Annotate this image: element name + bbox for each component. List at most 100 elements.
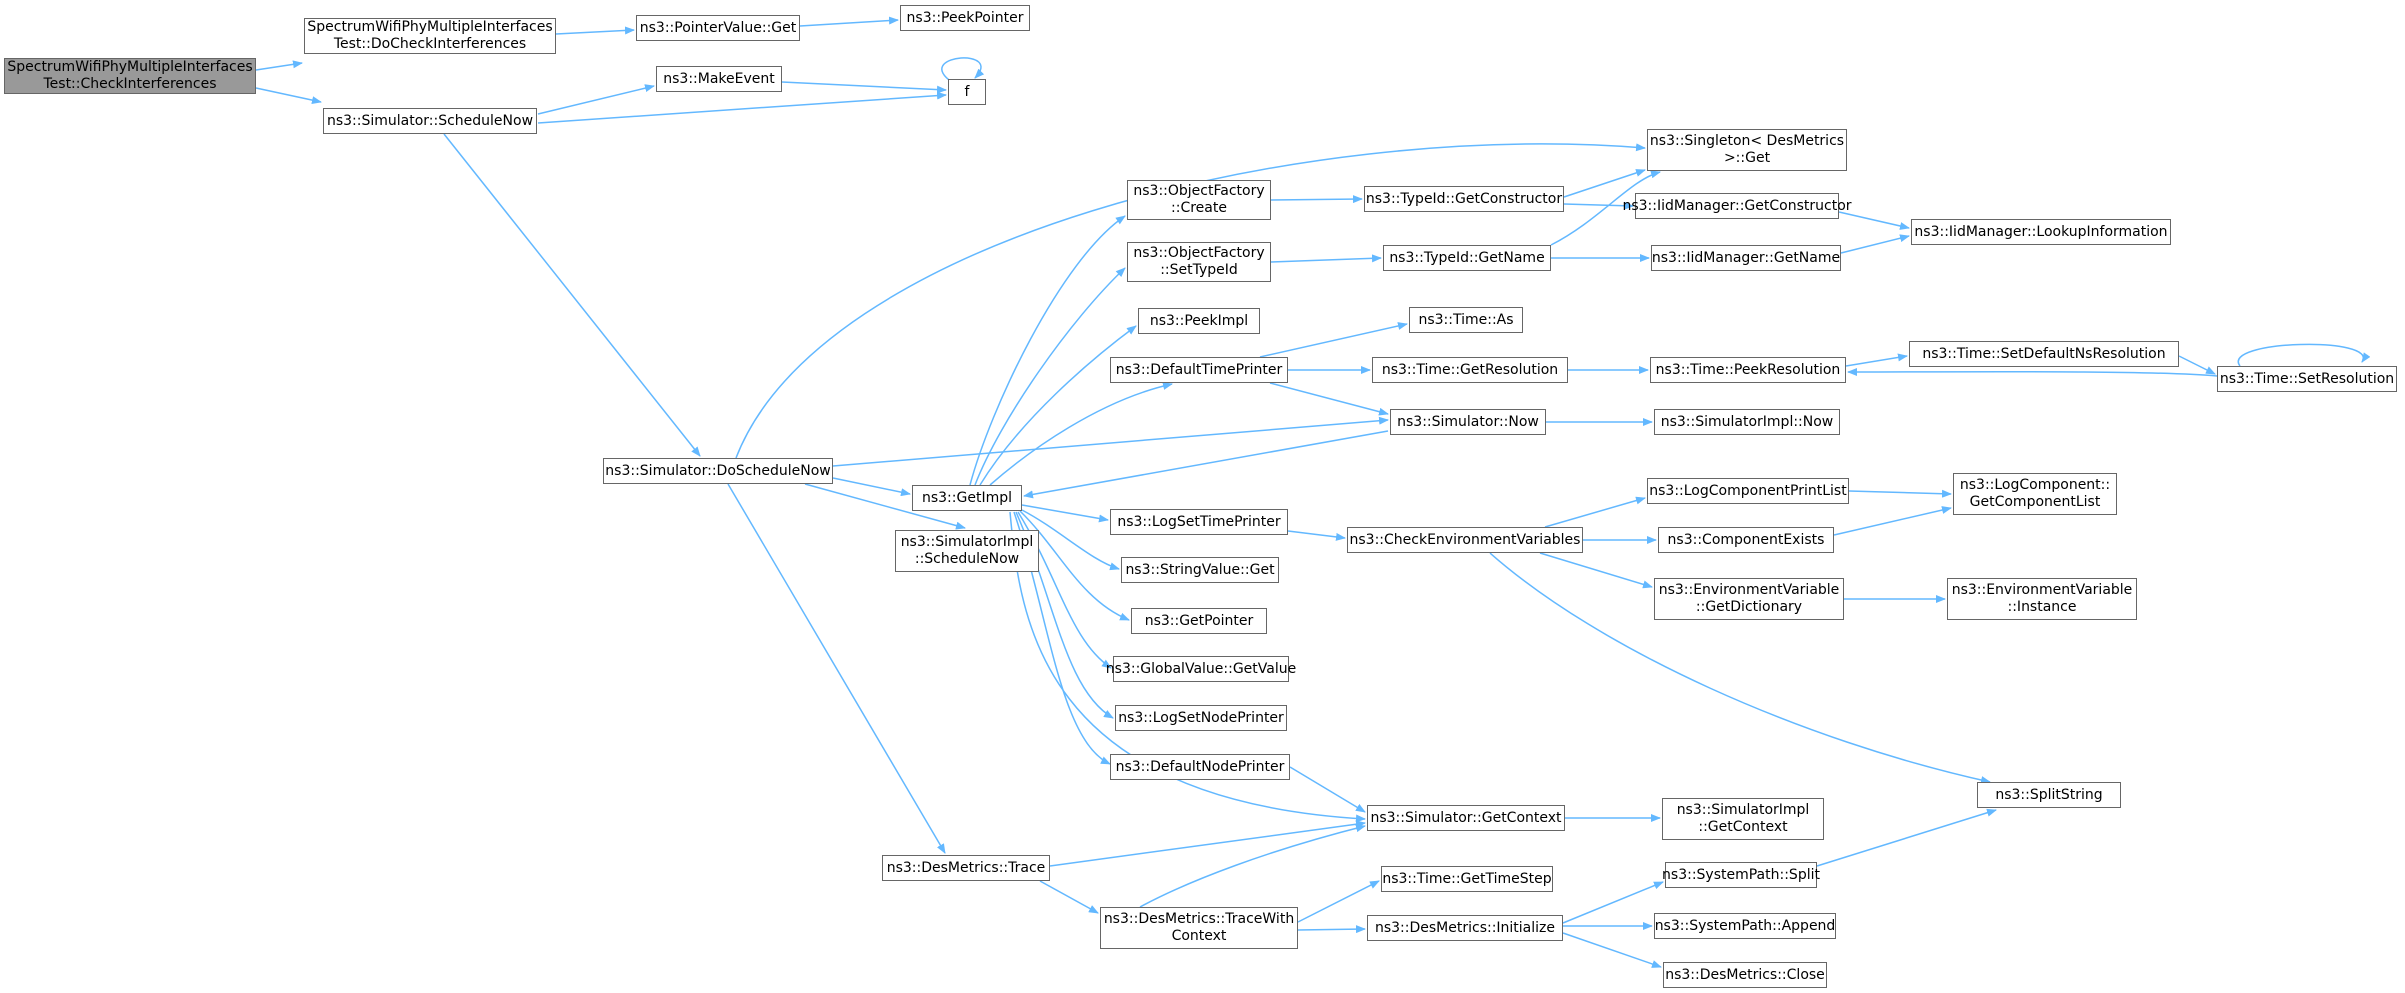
node-label: ns3::LogSetNodePrinter: [1118, 709, 1284, 726]
call-edge: [832, 416, 1389, 467]
node-getptr[interactable]: ns3::GetPointer: [1131, 608, 1267, 634]
node-logcpl[interactable]: ns3::LogComponentPrintList: [1647, 478, 1849, 504]
node-gvgetval[interactable]: ns3::GlobalValue::GetValue: [1106, 656, 1296, 682]
node-logsnp[interactable]: ns3::LogSetNodePrinter: [1115, 705, 1287, 731]
node-iidgetname[interactable]: ns3::IidManager::GetName: [1651, 245, 1841, 271]
node-label: ns3::DefaultTimePrinter: [1115, 361, 1283, 378]
node-envinst[interactable]: ns3::EnvironmentVariable::Instance: [1947, 578, 2137, 620]
call-edge: [1289, 766, 1366, 813]
node-splitstr[interactable]: ns3::SplitString: [1977, 782, 2121, 808]
call-edge: [1297, 925, 1366, 934]
node-label: ns3::SimulatorImpl: [1676, 802, 1810, 818]
node-peekres[interactable]: ns3::Time::PeekResolution: [1650, 357, 1846, 383]
node-spappend[interactable]: ns3::SystemPath::Append: [1654, 913, 1836, 939]
node-simgetctx[interactable]: ns3::Simulator::GetContext: [1367, 805, 1565, 831]
node-simimplsched[interactable]: ns3::SimulatorImpl::ScheduleNow: [895, 530, 1039, 572]
node-label: Context: [1171, 928, 1227, 944]
node-label: ns3::Time::As: [1418, 311, 1514, 328]
node-strget[interactable]: ns3::StringValue::Get: [1121, 557, 1279, 583]
node-label: ns3::SplitString: [1995, 786, 2103, 803]
node-makeevent[interactable]: ns3::MakeEvent: [656, 66, 782, 92]
node-label: ::Instance: [2007, 599, 2077, 615]
node-tidgetctor[interactable]: ns3::TypeId::GetConstructor: [1364, 186, 1564, 212]
node-label: ns3::Time::PeekResolution: [1655, 361, 1841, 378]
node-desminit[interactable]: ns3::DesMetrics::Initialize: [1367, 915, 1563, 941]
node-label: ::GetDictionary: [1695, 599, 1803, 615]
node-spsplit[interactable]: ns3::SystemPath::Split: [1662, 862, 1820, 888]
node-ofsettid[interactable]: ns3::ObjectFactory::SetTypeId: [1127, 242, 1271, 282]
node-label: ns3::ComponentExists: [1667, 531, 1825, 548]
node-f[interactable]: f: [948, 79, 986, 105]
call-edge: [1019, 510, 1130, 621]
node-timeas[interactable]: ns3::Time::As: [1409, 307, 1523, 333]
node-simimplnow[interactable]: ns3::SimulatorImpl::Now: [1654, 409, 1840, 435]
node-label: ns3::IidManager::GetName: [1651, 249, 1841, 266]
node-iidgetctor[interactable]: ns3::IidManager::GetConstructor: [1622, 193, 1852, 219]
call-edge: [1269, 382, 1389, 416]
node-envgetdict[interactable]: ns3::EnvironmentVariable::GetDictionary: [1654, 578, 1844, 620]
call-edge: [969, 215, 1126, 486]
call-edge: [1270, 254, 1382, 263]
node-label: Test::DoCheckInterferences: [333, 36, 527, 52]
node-checkenv[interactable]: ns3::CheckEnvironmentVariables: [1347, 527, 1583, 553]
node-setdefns[interactable]: ns3::Time::SetDefaultNsResolution: [1909, 341, 2179, 367]
node-setres[interactable]: ns3::Time::SetResolution: [2217, 366, 2397, 392]
node-label: ns3::Time::GetResolution: [1381, 361, 1559, 378]
node-deftp[interactable]: ns3::DefaultTimePrinter: [1110, 357, 1288, 383]
call-edge: [1021, 509, 1120, 571]
node-label: ::SetTypeId: [1160, 262, 1238, 278]
node-tidgetname[interactable]: ns3::TypeId::GetName: [1383, 245, 1551, 271]
node-label: Test::CheckInterferences: [43, 76, 217, 92]
node-doschednow[interactable]: ns3::Simulator::DoScheduleNow: [603, 458, 833, 484]
call-edge: [1544, 496, 1646, 528]
node-label: ns3::Time::GetTimeStep: [1382, 870, 1552, 887]
call-edge: [1287, 530, 1346, 541]
node-label: >::Get: [1723, 150, 1771, 166]
node-simimplgetctx[interactable]: ns3::SimulatorImpl::GetContext: [1662, 798, 1824, 840]
node-defnp[interactable]: ns3::DefaultNodePrinter: [1110, 754, 1290, 780]
node-getres[interactable]: ns3::Time::GetResolution: [1372, 357, 1568, 383]
call-edge: [1848, 489, 1952, 498]
node-ofcreate[interactable]: ns3::ObjectFactory::Create: [1127, 180, 1271, 220]
call-edge: [2237, 343, 2371, 367]
node-singleton[interactable]: ns3::Singleton< DesMetrics>::Get: [1647, 129, 1847, 171]
node-getimpl[interactable]: ns3::GetImpl: [912, 485, 1022, 511]
node-label: ns3::Simulator::DoScheduleNow: [605, 462, 831, 479]
node-peekimpl[interactable]: ns3::PeekImpl: [1138, 308, 1260, 334]
call-edge: [804, 483, 966, 530]
node-compexists[interactable]: ns3::ComponentExists: [1658, 527, 1834, 553]
call-edge: [1816, 808, 1997, 867]
node-lcgcl[interactable]: ns3::LogComponent::GetComponentList: [1953, 473, 2117, 515]
node-label: ns3::EnvironmentVariable: [1951, 582, 2133, 598]
call-edge: [1297, 880, 1380, 923]
node-peekptr[interactable]: ns3::PeekPointer: [900, 5, 1030, 31]
node-label: ns3::Simulator::ScheduleNow: [326, 112, 534, 129]
call-edge: [727, 483, 946, 854]
node-label: ns3::LogComponent::: [1959, 477, 2111, 493]
node-label: ns3::Simulator::Now: [1397, 413, 1539, 430]
call-edge: [941, 57, 985, 81]
node-logstp[interactable]: ns3::LogSetTimePrinter: [1110, 509, 1288, 535]
node-schednow[interactable]: ns3::Simulator::ScheduleNow: [323, 108, 537, 134]
node-lookup[interactable]: ns3::IidManager::LookupInformation: [1911, 219, 2171, 245]
node-desmclose[interactable]: ns3::DesMetrics::Close: [1663, 962, 1827, 988]
node-label: ns3::TypeId::GetName: [1389, 249, 1545, 266]
node-label: ns3::Time::SetResolution: [2219, 370, 2395, 387]
node-pvget[interactable]: ns3::PointerValue::Get: [636, 15, 800, 41]
node-simnow[interactable]: ns3::Simulator::Now: [1390, 409, 1546, 435]
call-edge: [555, 26, 635, 35]
node-label: ns3::DesMetrics::Close: [1665, 966, 1825, 983]
node-label: SpectrumWifiPhyMultipleInterfaces: [7, 59, 253, 75]
call-edge: [1845, 353, 1908, 367]
node-label: ns3::PointerValue::Get: [639, 19, 797, 36]
node-label: GetComponentList: [1969, 494, 2101, 510]
call-edge: [1023, 430, 1389, 499]
node-timegetts[interactable]: ns3::Time::GetTimeStep: [1381, 866, 1553, 892]
call-edge: [537, 91, 947, 124]
node-label: ns3::ObjectFactory: [1133, 245, 1265, 261]
node-desmtrace[interactable]: ns3::DesMetrics::Trace: [882, 855, 1050, 881]
call-edge: [443, 133, 701, 457]
